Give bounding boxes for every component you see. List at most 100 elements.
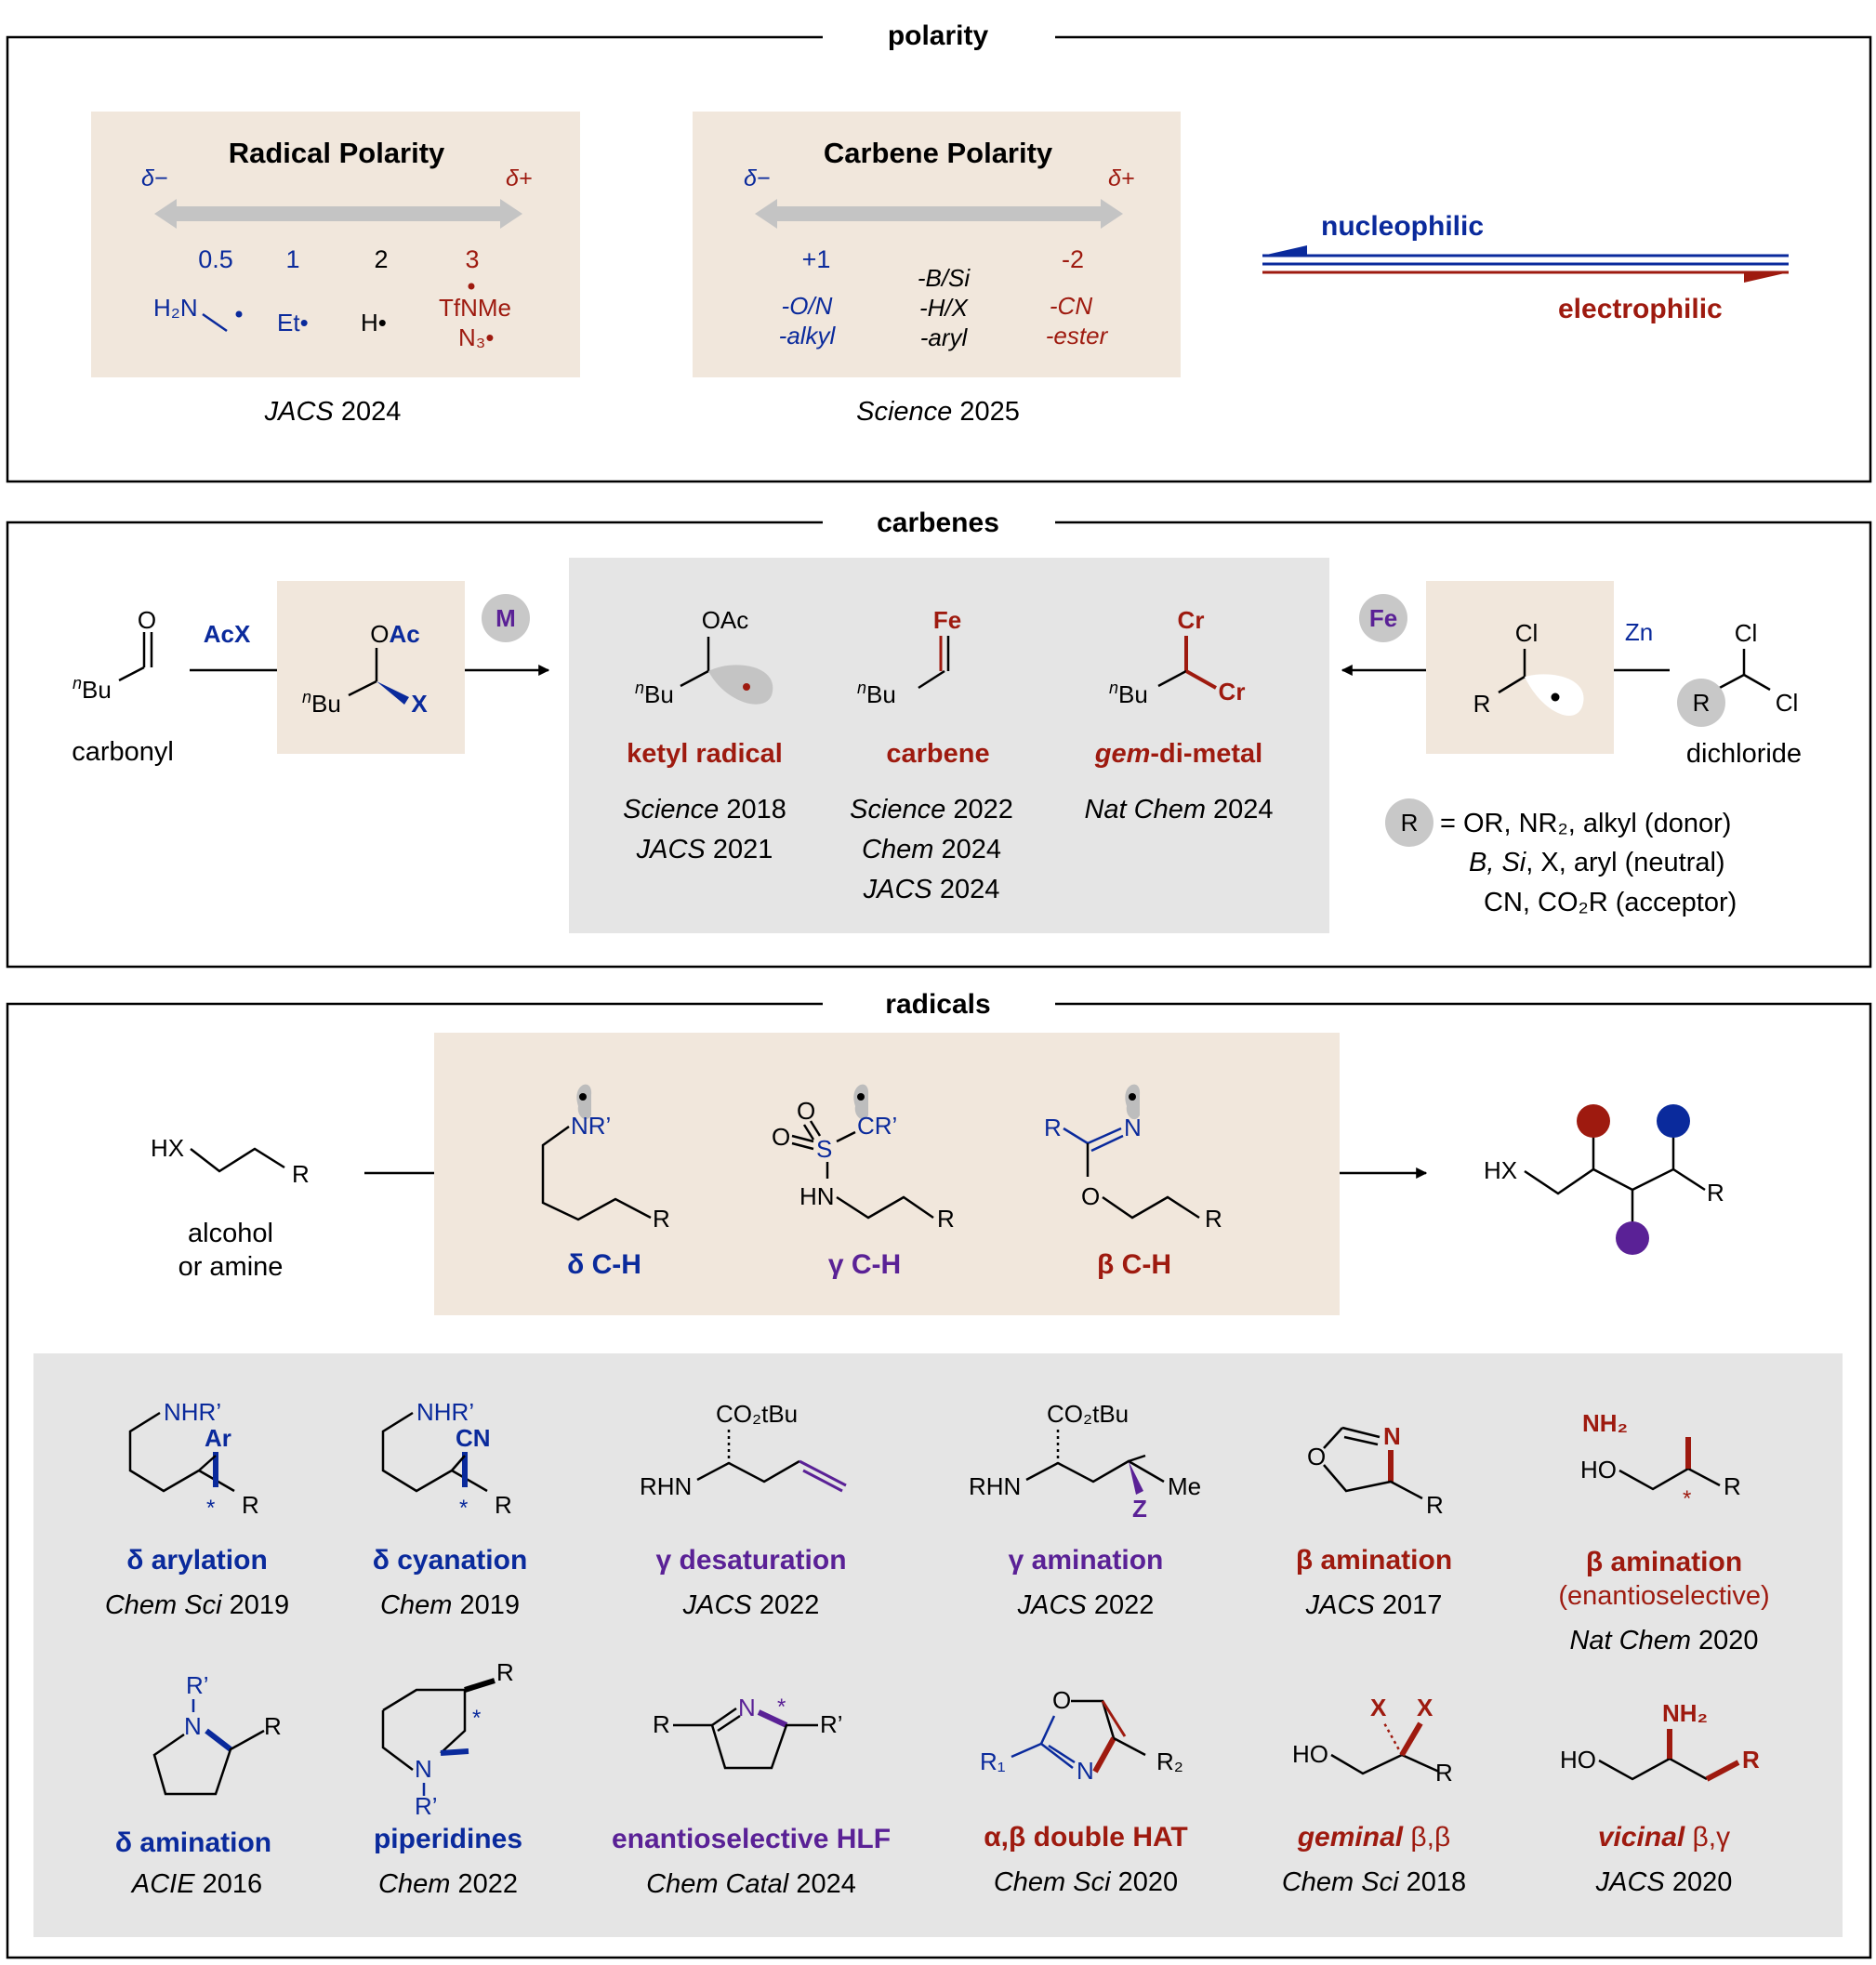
acylal-box [277, 581, 465, 754]
gem-bond-cr-right [1185, 669, 1217, 690]
carbene-neutral-2: -aryl [920, 323, 969, 351]
applications-box [33, 1353, 1843, 1937]
oxazole-double-cn [1048, 1744, 1076, 1764]
radical-tfnme-dot [468, 283, 475, 290]
piperidines-structure: R * N R’ [381, 1658, 514, 1820]
beta-bond-r [1063, 1127, 1089, 1145]
carbene-citation: Science 2025 [856, 397, 1020, 427]
arylation-nhr: NHR’ [164, 1398, 221, 1426]
piperidine-r: R [496, 1658, 514, 1686]
gamma-so-bond-left-2 [791, 1141, 814, 1151]
hlf-star: * [777, 1695, 786, 1720]
carbene-ref-2: JACS 2024 [863, 875, 1000, 904]
carbene-nbu: nBu [857, 679, 896, 708]
hlf-n: N [738, 1694, 756, 1721]
radicals-panel: radicals HX R alcohol or amine NR’ R δ C… [6, 987, 1872, 1959]
oxazoline-ring-bottom [1323, 1464, 1423, 1500]
radical-polarity-box [91, 112, 580, 377]
enantio-nh2: NH₂ [1582, 1409, 1628, 1437]
item-label-6: δ amination [115, 1827, 271, 1858]
item-ref-7: Chem 2022 [378, 1869, 518, 1899]
carbonyl-nbu: nBu [73, 674, 112, 704]
r-def-donor: = OR, NR₂, alkyl (donor) [1440, 809, 1731, 838]
gamma-s: S [816, 1135, 832, 1163]
geminal-r: R [1435, 1759, 1453, 1787]
dichloride-cl-top: Cl [1735, 619, 1758, 647]
vicinal-r: R [1742, 1746, 1760, 1774]
beta-n: N [1124, 1114, 1142, 1141]
item-ref-5: Nat Chem 2020 [1569, 1626, 1758, 1655]
piperidine-wedge-r [464, 1678, 495, 1693]
item-label-1: δ cyanation [373, 1545, 528, 1576]
vicinal-bond-r [1705, 1760, 1740, 1782]
acylal-wedge-x [377, 681, 409, 705]
pyrrolidine-ring [152, 1729, 265, 1796]
ketyl-nbu: nBu [635, 679, 674, 708]
carbene-delta-minus: δ− [744, 165, 771, 191]
pyrrolidine-r-prime: R’ [186, 1671, 209, 1699]
delta-arylation-structure: NHR’ Ar * R [128, 1398, 259, 1521]
zn-reagent: Zn [1625, 618, 1653, 646]
radical-scale-2: 2 [374, 245, 388, 273]
polarity-heading: polarity [888, 20, 989, 51]
item-ref-8: Chem Catal 2024 [646, 1869, 856, 1899]
acylal-oac: OAc [370, 620, 419, 648]
oxazole-r2: R₂ [1156, 1747, 1183, 1775]
hlf-bold-bond [757, 1709, 788, 1728]
desat-co2tbu: CO₂tBu [716, 1400, 798, 1428]
ketyl-radical-label: ketyl radical [627, 739, 783, 769]
carbene-polarity-box [693, 112, 1181, 377]
item-ref-6: ACIE 2016 [130, 1869, 262, 1899]
ketyl-ref-0: Science 2018 [623, 795, 786, 824]
carbene-acceptor-0: -CN [1050, 292, 1092, 320]
gem-bond-bu [1157, 669, 1187, 688]
product-hx: HX [1484, 1156, 1517, 1184]
gamma-desaturation-structure: CO₂tBu RHN [640, 1400, 847, 1500]
oxazole-n: N [1077, 1757, 1094, 1785]
piperidine-star: * [472, 1706, 481, 1731]
item-ref-11: JACS 2020 [1595, 1867, 1733, 1897]
carbene-neutral-0: -B/Si [918, 264, 971, 292]
item-label-3: γ amination [1009, 1545, 1164, 1576]
r-def-circle [1385, 798, 1433, 847]
arylation-star: * [206, 1496, 215, 1521]
oxazole-bold-bond [1092, 1736, 1116, 1774]
radical-polarity-title: Radical Polarity [229, 137, 445, 169]
acx-reagent: AcX [204, 620, 251, 648]
item-ref-2: JACS 2022 [682, 1590, 820, 1620]
cyanation-ring [381, 1411, 453, 1493]
ketyl-ref-1: JACS 2021 [636, 835, 773, 864]
radical-delta-minus: δ− [141, 165, 168, 191]
chloro-radical-cl: Cl [1515, 619, 1539, 647]
hlf-r-prime: R’ [820, 1710, 843, 1738]
item-label-9: α,β double HAT [984, 1822, 1188, 1853]
substrate-chain [190, 1147, 285, 1173]
item-ref-4: JACS 2017 [1305, 1590, 1443, 1620]
radical-tfnme: TfNMe [439, 294, 511, 322]
gamination-wedge-z [1129, 1461, 1143, 1495]
carbonyl-structure [118, 632, 153, 682]
carbene-delta-plus: δ+ [1108, 165, 1135, 191]
item-label-7: piperidines [374, 1824, 522, 1854]
gamination-chain [1025, 1459, 1165, 1484]
nucleophilic-label: nucleophilic [1321, 211, 1484, 242]
beta-chain [1102, 1195, 1200, 1220]
substrate-r: R [292, 1160, 310, 1188]
arylation-r: R [242, 1491, 259, 1519]
carbene-donor-0: -O/N [782, 292, 833, 320]
acylal-x: X [411, 690, 428, 718]
product-blue-site [1657, 1104, 1690, 1138]
substrate-label-2: or amine [178, 1252, 284, 1282]
gem-di-metal-label: gem-di-metal [1094, 739, 1262, 769]
ketyl-radical-dot [743, 683, 750, 691]
oxazole-bond-r1 [1011, 1742, 1042, 1759]
beta-r-imidate: R [1044, 1114, 1062, 1141]
hlf-bond-cn-2 [717, 1714, 741, 1733]
beta-amination-structure: O N R [1307, 1422, 1444, 1519]
radical-hydrogen: H• [361, 309, 387, 336]
hlf-bond-cn [711, 1707, 737, 1727]
chloro-radical-box [1426, 581, 1614, 754]
radical-scale-3: 3 [465, 245, 479, 273]
substrate-label-1: alcohol [188, 1219, 273, 1248]
product-purple-site [1616, 1221, 1649, 1255]
